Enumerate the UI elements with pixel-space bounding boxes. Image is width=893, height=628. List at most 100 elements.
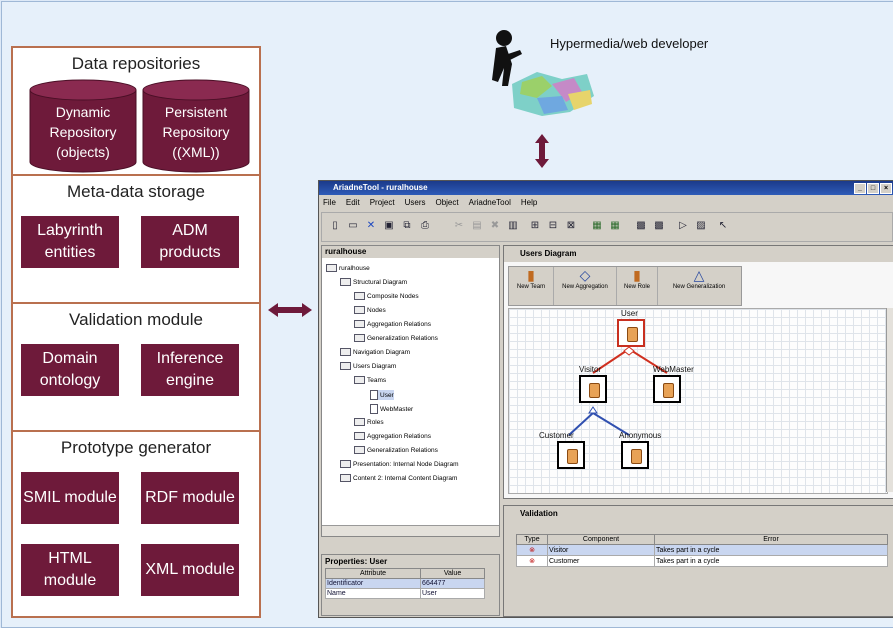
cylinder-shape	[142, 79, 250, 173]
cut-icon[interactable]: ✂	[454, 220, 464, 231]
persistent-repository-cylinder: Persistent Repository ((XML))	[141, 78, 251, 188]
diagram-tool-icon[interactable]: ⊞	[530, 220, 540, 231]
user-node[interactable]	[617, 319, 645, 347]
generate-icon[interactable]: ▩	[636, 220, 646, 231]
data-repositories-section: Data repositories Dynamic Repository (ob…	[13, 48, 259, 176]
menu-users[interactable]: Users	[404, 198, 426, 207]
node-label: WebMaster	[653, 365, 694, 374]
export-icon[interactable]: ▷	[679, 220, 687, 231]
tree-item[interactable]: WebMaster	[370, 404, 413, 414]
node-label: Customer	[539, 431, 574, 440]
export-icon[interactable]: ▨	[696, 220, 706, 231]
folder-icon	[354, 334, 365, 342]
validation-panel: Validation Type Component Error ⊗ Visito…	[503, 505, 893, 617]
close-project-icon[interactable]: ✕	[366, 220, 376, 231]
column-header: Error	[654, 534, 888, 545]
tree-item[interactable]: Navigation Diagram	[340, 348, 410, 356]
menu-edit[interactable]: Edit	[345, 198, 360, 207]
tree-item[interactable]: Presentation: Internal Node Diagram	[340, 460, 459, 468]
folder-icon	[354, 306, 365, 314]
tree-item[interactable]: Teams	[354, 376, 386, 384]
validate-icon[interactable]: ▦	[610, 220, 620, 231]
table-row[interactable]: ⊗ Customer Takes part in a cycle	[516, 555, 888, 567]
error-icon: ⊗	[516, 555, 548, 567]
bidirectional-arrow-horizontal	[268, 303, 312, 317]
file-icon	[370, 404, 378, 414]
close-icon[interactable]: ×	[880, 183, 892, 194]
anonymous-node[interactable]	[621, 441, 649, 469]
cylinder-label: Persistent Repository ((XML))	[162, 104, 230, 160]
menu-project[interactable]: Project	[369, 198, 395, 207]
table-row[interactable]: Name User	[324, 588, 485, 599]
menu-object[interactable]: Object	[435, 198, 459, 207]
diagram-edges	[568, 346, 668, 436]
node-label: Visitor	[579, 365, 602, 374]
inference-engine-box: Inference engine	[141, 344, 239, 396]
maximize-icon[interactable]: □	[867, 183, 879, 194]
tree-item[interactable]: ruralhouse	[326, 264, 370, 272]
column-header: Value	[420, 568, 485, 579]
validate-icon[interactable]: ▦	[592, 220, 602, 231]
cylinder-label: Dynamic Repository (objects)	[49, 104, 117, 160]
tree-item[interactable]: Structural Diagram	[340, 278, 407, 286]
new-icon[interactable]: ▯	[332, 220, 338, 231]
open-icon[interactable]: ▭	[348, 220, 358, 231]
minimize-icon[interactable]: _	[854, 183, 866, 194]
customer-node[interactable]	[557, 441, 585, 469]
diagram-tool-icon[interactable]: ⊟	[548, 220, 558, 231]
window-title: AriadneTool - ruralhouse	[333, 183, 428, 192]
error-icon: ⊗	[516, 544, 548, 556]
xml-module-box: XML module	[141, 544, 239, 596]
diagram-title: Users Diagram	[504, 246, 893, 262]
delete-icon[interactable]: ✖	[490, 220, 500, 231]
menu-file[interactable]: File	[323, 198, 336, 207]
tree-item[interactable]: Content 2: Internal Content Diagram	[340, 474, 457, 482]
window-titlebar: AriadneTool - ruralhouse _ □ ×	[319, 181, 893, 195]
tree-item[interactable]: Generalization Relations	[354, 334, 438, 342]
new-generalization-button[interactable]: △New Generalization	[672, 267, 726, 290]
folder-icon	[340, 460, 351, 468]
new-aggregation-button[interactable]: ◇New Aggregation	[554, 267, 617, 305]
tree-item-selected[interactable]: User	[370, 390, 394, 400]
diagram-tool-icon[interactable]: ⊠	[566, 220, 576, 231]
paste-icon[interactable]: ▤	[472, 220, 482, 231]
node-label: User	[621, 309, 638, 318]
tree-item[interactable]: Roles	[354, 418, 384, 426]
menu-ariadnetool[interactable]: AriadneTool	[468, 198, 511, 207]
tree-item[interactable]: Aggregation Relations	[354, 320, 431, 328]
table-row[interactable]: Identificator 664477	[324, 578, 485, 589]
tree-hscrollbar[interactable]	[322, 525, 499, 536]
folder-icon	[340, 362, 351, 370]
diagram-vscrollbar[interactable]	[886, 308, 893, 492]
print-icon[interactable]: ⎙	[421, 220, 429, 231]
webmaster-node[interactable]	[653, 375, 681, 403]
prototype-generator-section: Prototype generator SMIL module RDF modu…	[13, 432, 259, 616]
folder-icon	[354, 292, 365, 300]
folder-icon	[354, 320, 365, 328]
generate-icon[interactable]: ▩	[654, 220, 664, 231]
node-label: Anonymous	[619, 431, 662, 440]
folder-icon	[340, 348, 351, 356]
tree-item[interactable]: Aggregation Relations	[354, 432, 431, 440]
pointer-icon[interactable]: ↖	[718, 220, 728, 231]
trash-icon[interactable]: ▥	[508, 220, 518, 231]
tree-item[interactable]: Users Diagram	[340, 362, 396, 370]
tree-item[interactable]: Nodes	[354, 306, 386, 314]
toolbar: ▯ ▭ ✕ ▣ ⧉ ⎙ ✂ ▤ ✖ ▥ ⊞ ⊟ ⊠ ▦ ▦ ▩ ▩ ▷ ▨ ↖	[321, 212, 893, 242]
new-team-button[interactable]: ▮New Team	[509, 267, 554, 305]
tree-item[interactable]: Composite Nodes	[354, 292, 419, 300]
save-icon[interactable]: ▣	[384, 220, 394, 231]
smil-module-box: SMIL module	[21, 472, 119, 524]
html-module-box: HTML module	[21, 544, 119, 596]
folder-icon	[354, 376, 365, 384]
section-title: Prototype generator	[60, 438, 212, 457]
new-role-button[interactable]: ▮New Role	[617, 267, 658, 305]
table-row[interactable]: ⊗ Visitor Takes part in a cycle	[516, 544, 888, 556]
copy-icon[interactable]: ⧉	[403, 220, 411, 231]
menu-help[interactable]: Help	[520, 198, 538, 207]
visitor-node[interactable]	[579, 375, 607, 403]
properties-table: Attribute Value Identificator 664477 Nam…	[324, 568, 485, 599]
diagram-canvas[interactable]: User Visitor WebMaster Customer Anonymou…	[508, 308, 888, 494]
tree-item[interactable]: Generalization Relations	[354, 446, 438, 454]
